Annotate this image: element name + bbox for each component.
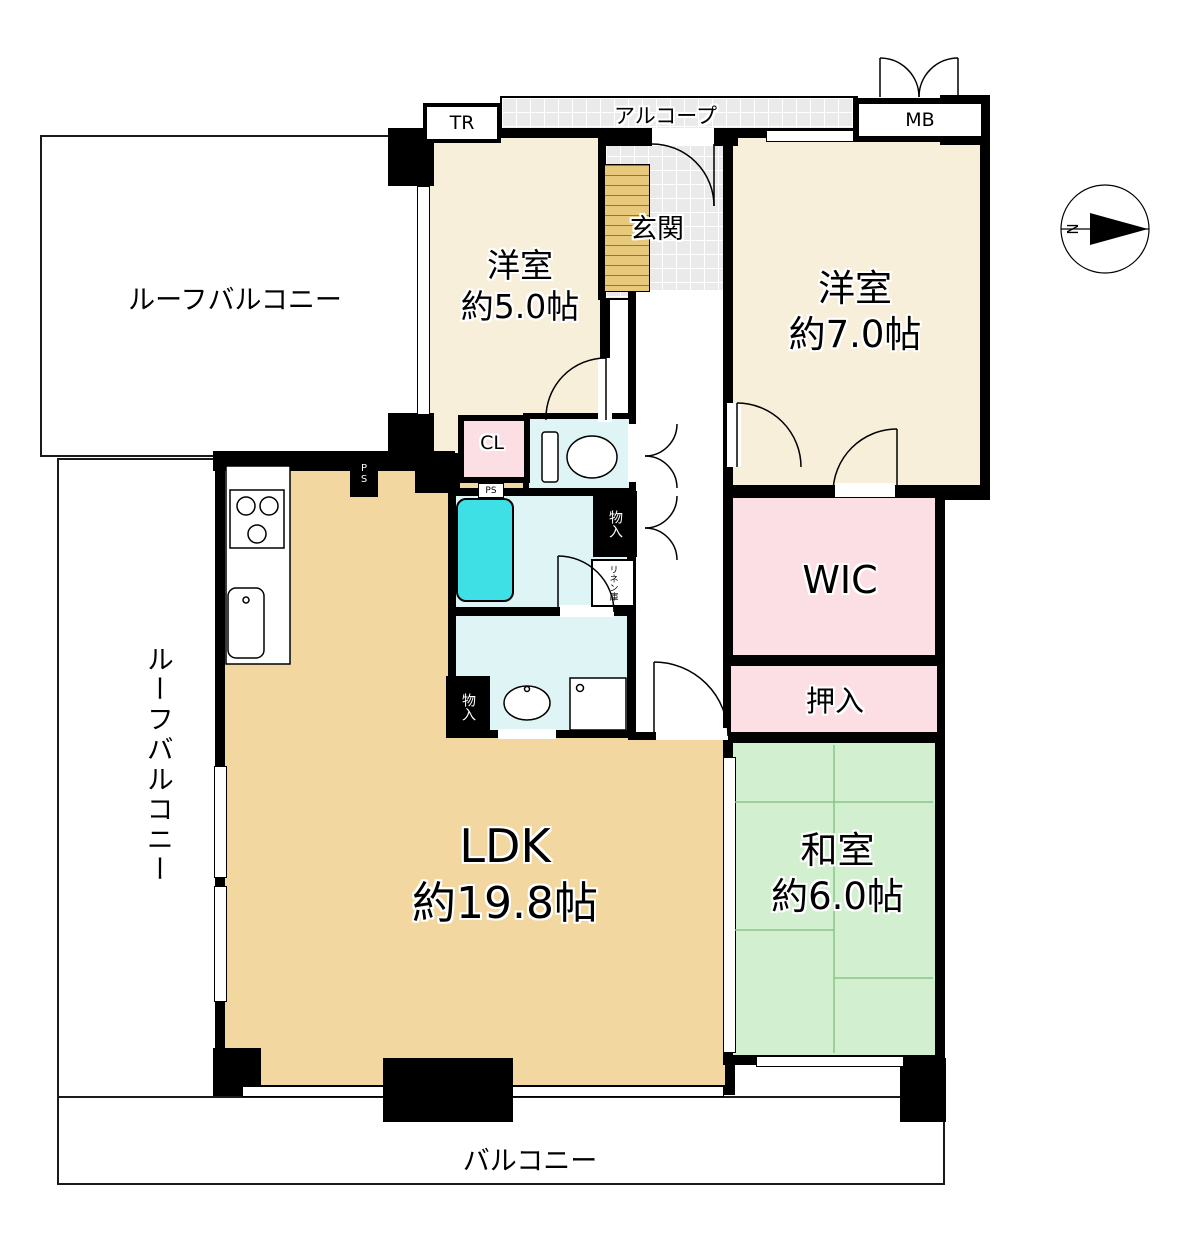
balcony-bottom-label: バルコニー bbox=[462, 1146, 598, 1177]
window bbox=[214, 766, 227, 878]
linen-closet-box: リネン庫 bbox=[591, 559, 635, 607]
north-arrow bbox=[1090, 213, 1148, 245]
door-opening bbox=[628, 424, 637, 482]
western-7-label: 洋室 約7.0帖 bbox=[750, 266, 960, 359]
storage-bottom-box: 物入 bbox=[446, 676, 490, 738]
door-opening bbox=[652, 128, 714, 146]
door-opening bbox=[498, 729, 556, 739]
hallway bbox=[628, 290, 735, 740]
japanese-room-size: 約6.0帖 bbox=[771, 875, 904, 919]
door-opening bbox=[835, 483, 895, 497]
storage-top-box: 物入 bbox=[593, 491, 637, 557]
linen-closet-label: リネン庫 bbox=[607, 565, 618, 601]
north-label: N bbox=[1063, 223, 1081, 234]
door-opening bbox=[656, 728, 728, 740]
sliding-door bbox=[723, 757, 736, 1053]
door-opening bbox=[598, 358, 612, 422]
japanese-room-label: 和室 約6.0帖 bbox=[735, 828, 940, 921]
storage-bottom-label: 物入 bbox=[460, 693, 476, 721]
wall-segment bbox=[945, 486, 990, 500]
western-5-name: 洋室 bbox=[487, 246, 553, 285]
trunk-room-box: TR bbox=[423, 103, 501, 143]
window bbox=[242, 1086, 384, 1097]
japanese-room-name: 和室 bbox=[800, 829, 875, 872]
alcove-label: アルコープ bbox=[613, 104, 718, 128]
pipe-shaft-box: PS bbox=[350, 451, 378, 497]
roof-balcony-top bbox=[40, 135, 430, 457]
compass: N bbox=[1060, 184, 1150, 274]
bathtub bbox=[456, 498, 514, 602]
roof-balcony-left-label: ルーフバルコニー bbox=[141, 645, 173, 885]
room-oshiire bbox=[723, 658, 945, 740]
roof-balcony-left bbox=[57, 458, 225, 1185]
western-7-name: 洋室 bbox=[818, 267, 892, 310]
entrance-label: 玄関 bbox=[630, 214, 684, 245]
window bbox=[512, 1086, 724, 1097]
wall-segment bbox=[415, 453, 460, 493]
pipe-shaft-label: PS bbox=[358, 463, 370, 485]
storage-top-label: 物入 bbox=[607, 510, 623, 538]
mb-door-arcs bbox=[879, 57, 959, 98]
western-7-size: 約7.0帖 bbox=[788, 313, 922, 357]
door-opening bbox=[727, 403, 741, 467]
roof-balcony-top-label: ルーフバルコニー bbox=[128, 285, 342, 316]
window bbox=[756, 1056, 904, 1067]
oshiire-label: 押入 bbox=[805, 684, 864, 718]
wall-column bbox=[900, 1058, 946, 1122]
ldk-label: LDK 約19.8帖 bbox=[345, 818, 665, 931]
window bbox=[214, 886, 227, 1002]
trunk-room-label: TR bbox=[449, 112, 475, 134]
wic-label: WIC bbox=[802, 558, 878, 602]
meter-box: MB bbox=[853, 98, 987, 142]
western-5-label: 洋室 約5.0帖 bbox=[430, 245, 610, 328]
ldk-name: LDK bbox=[459, 819, 551, 873]
meter-box-label: MB bbox=[905, 109, 935, 131]
ldk-size: 約19.8帖 bbox=[412, 877, 598, 929]
ps-small-label: PS bbox=[485, 485, 497, 496]
wall-column bbox=[383, 1058, 513, 1122]
ps-small-box: PS bbox=[478, 483, 504, 498]
cl-label: CL bbox=[480, 432, 504, 454]
room-cl bbox=[458, 415, 530, 483]
window bbox=[417, 186, 430, 415]
western-5-size: 約5.0帖 bbox=[460, 287, 580, 327]
shoe-cabinet bbox=[604, 164, 650, 292]
